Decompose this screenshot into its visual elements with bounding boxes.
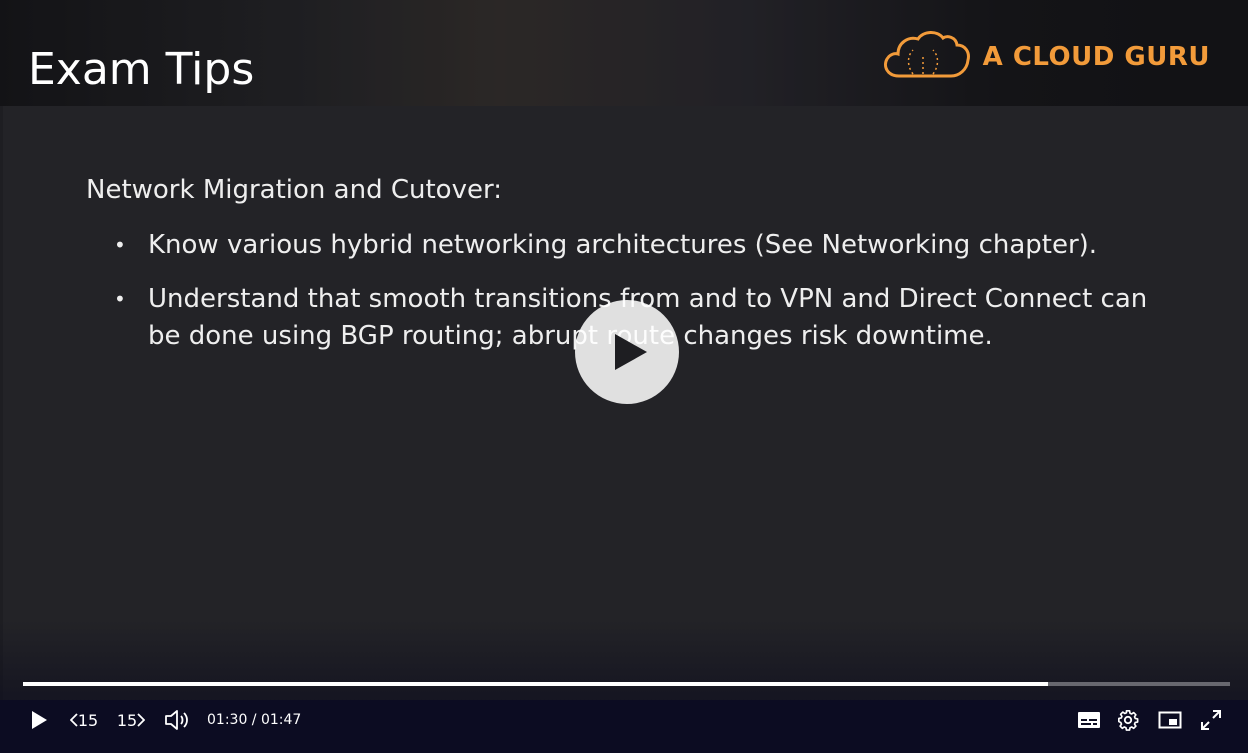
bullet-icon: • [114, 287, 126, 311]
captions-icon [1078, 712, 1100, 728]
settings-gear-icon [1118, 710, 1139, 731]
brand-logo: A CLOUD GURU [881, 28, 1210, 85]
time-display: 01:30 / 01:47 [207, 712, 301, 728]
skip-forward-label: 15 [116, 710, 138, 730]
fullscreen-button[interactable] [1196, 700, 1226, 740]
cloud-logo-icon [881, 28, 971, 85]
rewind-15-icon [69, 713, 78, 727]
bullet-item: • Know various hybrid networking archite… [86, 227, 1186, 264]
control-bar: 15 15 01:30 / 01:47 [0, 700, 1248, 753]
skip-back-label: 15 [77, 710, 99, 730]
skip-forward-button[interactable]: 15 [113, 700, 149, 740]
progress-fill [23, 682, 1048, 686]
fullscreen-icon [1201, 710, 1221, 730]
skip-back-button[interactable]: 15 [66, 700, 102, 740]
pip-button[interactable] [1155, 700, 1185, 740]
slide-body [3, 106, 1248, 706]
picture-in-picture-icon [1158, 711, 1182, 729]
bullet-text: Know various hybrid networking architect… [148, 230, 1098, 260]
slide-header [0, 0, 1248, 106]
big-play-button[interactable] [575, 300, 679, 404]
volume-icon [165, 710, 188, 730]
slide-title: Exam Tips [28, 44, 255, 95]
time-separator: / [247, 712, 261, 728]
settings-button[interactable] [1113, 700, 1143, 740]
play-icon [615, 334, 647, 370]
section-heading: Network Migration and Cutover: [86, 175, 502, 205]
bullet-icon: • [114, 233, 126, 257]
play-button[interactable] [24, 700, 54, 740]
progress-bar[interactable] [23, 682, 1230, 686]
duration: 01:47 [260, 712, 302, 728]
captions-button[interactable] [1074, 700, 1104, 740]
forward-15-icon [137, 713, 146, 727]
brand-name: A CLOUD GURU [982, 41, 1210, 72]
volume-button[interactable] [162, 700, 192, 740]
play-icon [32, 711, 47, 729]
current-time: 01:30 [207, 712, 248, 728]
